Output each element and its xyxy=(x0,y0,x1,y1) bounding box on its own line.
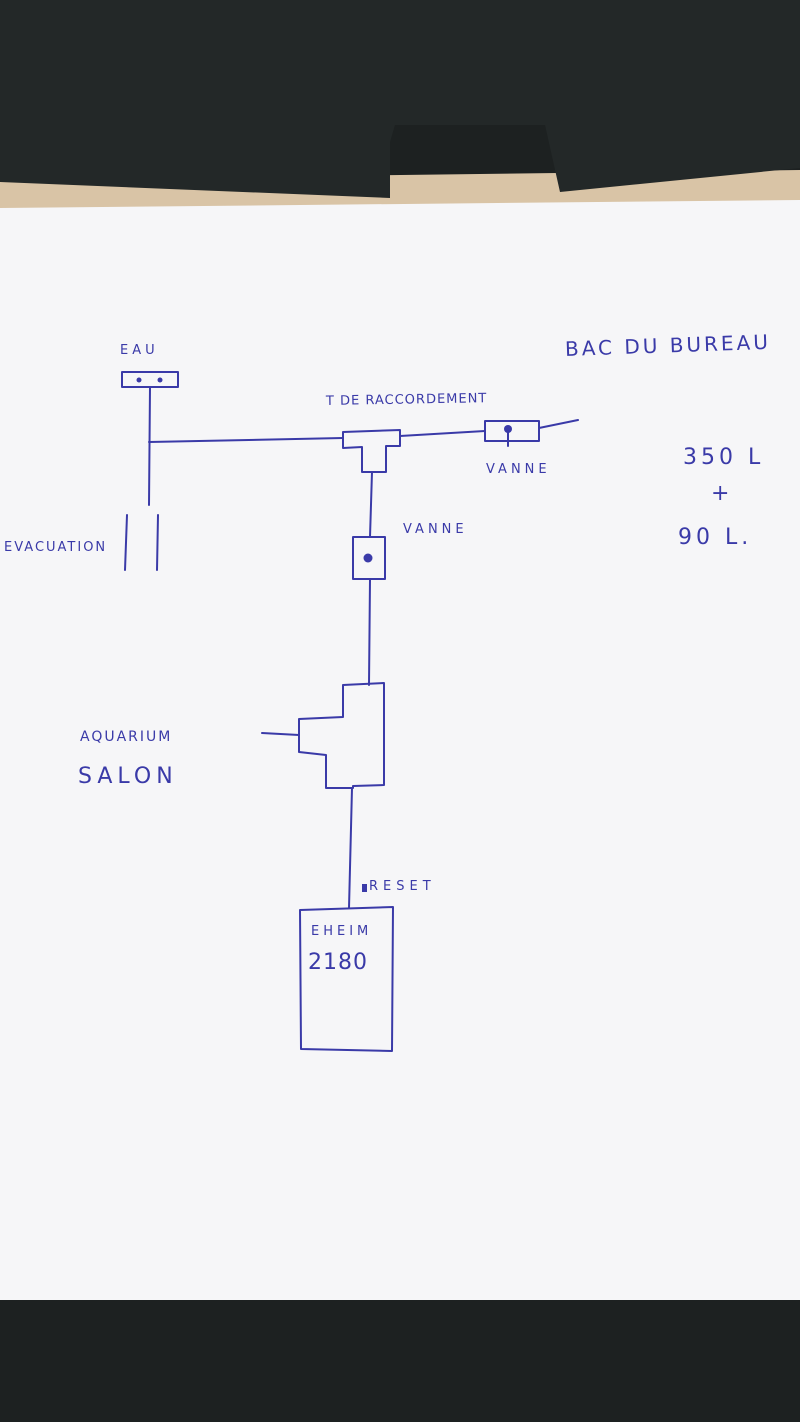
label-plus: + xyxy=(711,481,734,506)
label-vanne-middle: VANNE xyxy=(403,522,468,537)
reset-marker xyxy=(362,884,367,892)
valve-right-box xyxy=(484,420,540,442)
water-box-dot-left xyxy=(136,377,142,383)
label-eau: EAU xyxy=(120,343,159,358)
label-filter-model: 2180 xyxy=(308,950,368,975)
label-volume-350: 350 L xyxy=(683,445,765,470)
label-vanne-right: VANNE xyxy=(486,462,551,477)
label-reset: RESET xyxy=(369,879,436,894)
label-t-raccordement: T DE RACCORDEMENT xyxy=(325,391,488,409)
evacuation-pipe-right xyxy=(156,514,159,571)
valve-middle-dot xyxy=(363,553,373,563)
aquarium-branch-pipe xyxy=(261,732,300,736)
dark-binder xyxy=(0,0,800,198)
dark-surface-bottom xyxy=(0,1300,800,1422)
label-filter-brand: EHEIM xyxy=(311,924,373,939)
paper-sheet xyxy=(0,200,800,1300)
vertical-pipe-lower xyxy=(348,787,353,909)
valve-right-dot xyxy=(504,425,512,433)
aquarium-t-connector xyxy=(298,682,385,789)
label-volume-90: 90 L. xyxy=(678,525,753,550)
vertical-pipe-upper xyxy=(369,471,373,538)
water-box-dot-right xyxy=(157,377,163,383)
water-source-pipe xyxy=(148,386,151,506)
vertical-pipe-middle xyxy=(368,578,371,686)
filter-box xyxy=(299,906,394,1052)
main-horizontal-pipe xyxy=(148,419,579,443)
label-evacuation: EVACUATION xyxy=(4,540,108,555)
label-aquarium: AQUARIUM xyxy=(80,729,173,745)
evacuation-pipe-left xyxy=(124,514,128,571)
t-connector xyxy=(342,429,401,473)
label-salon: SALON xyxy=(78,764,178,789)
